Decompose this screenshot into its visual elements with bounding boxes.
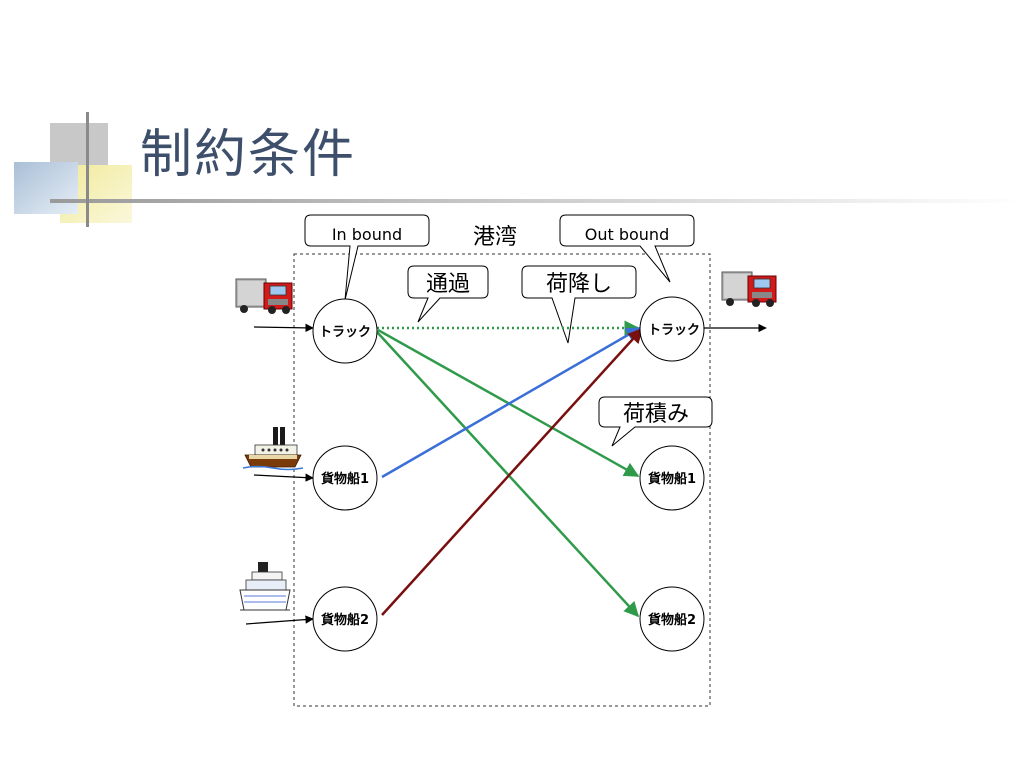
title-underline [50, 199, 1024, 203]
node-out-ship2: 貨物船2 [639, 586, 705, 652]
callout-passing-label: 通過 [426, 272, 470, 297]
edge-truck-to-ship2 [376, 331, 640, 618]
callout-outbound-label: Out bound [585, 225, 669, 244]
callout-unloading: 荷降し [521, 265, 637, 344]
callout-unloading-label: 荷降し [546, 272, 612, 297]
truck-icon [721, 271, 777, 307]
edge-ship1-to-truck [381, 326, 642, 479]
arrow-in-ship2 [245, 615, 314, 625]
callout-passing: 通過 [407, 265, 489, 323]
callout-outbound: Out bound [559, 214, 695, 283]
port-label: 港湾 [473, 225, 517, 250]
arrow-in-truck [253, 323, 314, 333]
node-in-truck: トラック [312, 298, 378, 364]
node-in-truck-label: トラック [319, 325, 371, 340]
node-out-ship2-label: 貨物船2 [648, 612, 696, 628]
port-boundary [293, 253, 711, 707]
cruise-ship-icon [239, 562, 291, 611]
node-in-ship2: 貨物船2 [312, 586, 378, 652]
truck-icon [235, 278, 293, 314]
callout-inbound: In bound [304, 214, 430, 301]
page-title: 制約条件 [140, 125, 357, 185]
decor-vertical-line [86, 112, 89, 227]
node-in-ship1: 貨物船1 [312, 445, 378, 511]
decor-blue-square [14, 162, 78, 214]
node-in-ship2-label: 貨物船2 [321, 612, 369, 628]
edge-ship2-to-truck [381, 327, 644, 616]
node-in-ship1-label: 貨物船1 [321, 471, 369, 487]
node-out-ship1: 貨物船1 [639, 445, 705, 511]
ship-icon [242, 427, 304, 471]
node-out-truck: トラック [639, 296, 705, 362]
arrow-in-ship1 [253, 473, 314, 482]
node-out-ship1-label: 貨物船1 [648, 471, 696, 487]
callout-loading: 荷積み [598, 396, 713, 447]
callout-loading-label: 荷積み [623, 402, 689, 427]
node-out-truck-label: トラック [648, 323, 700, 338]
callout-inbound-label: In bound [332, 225, 402, 244]
